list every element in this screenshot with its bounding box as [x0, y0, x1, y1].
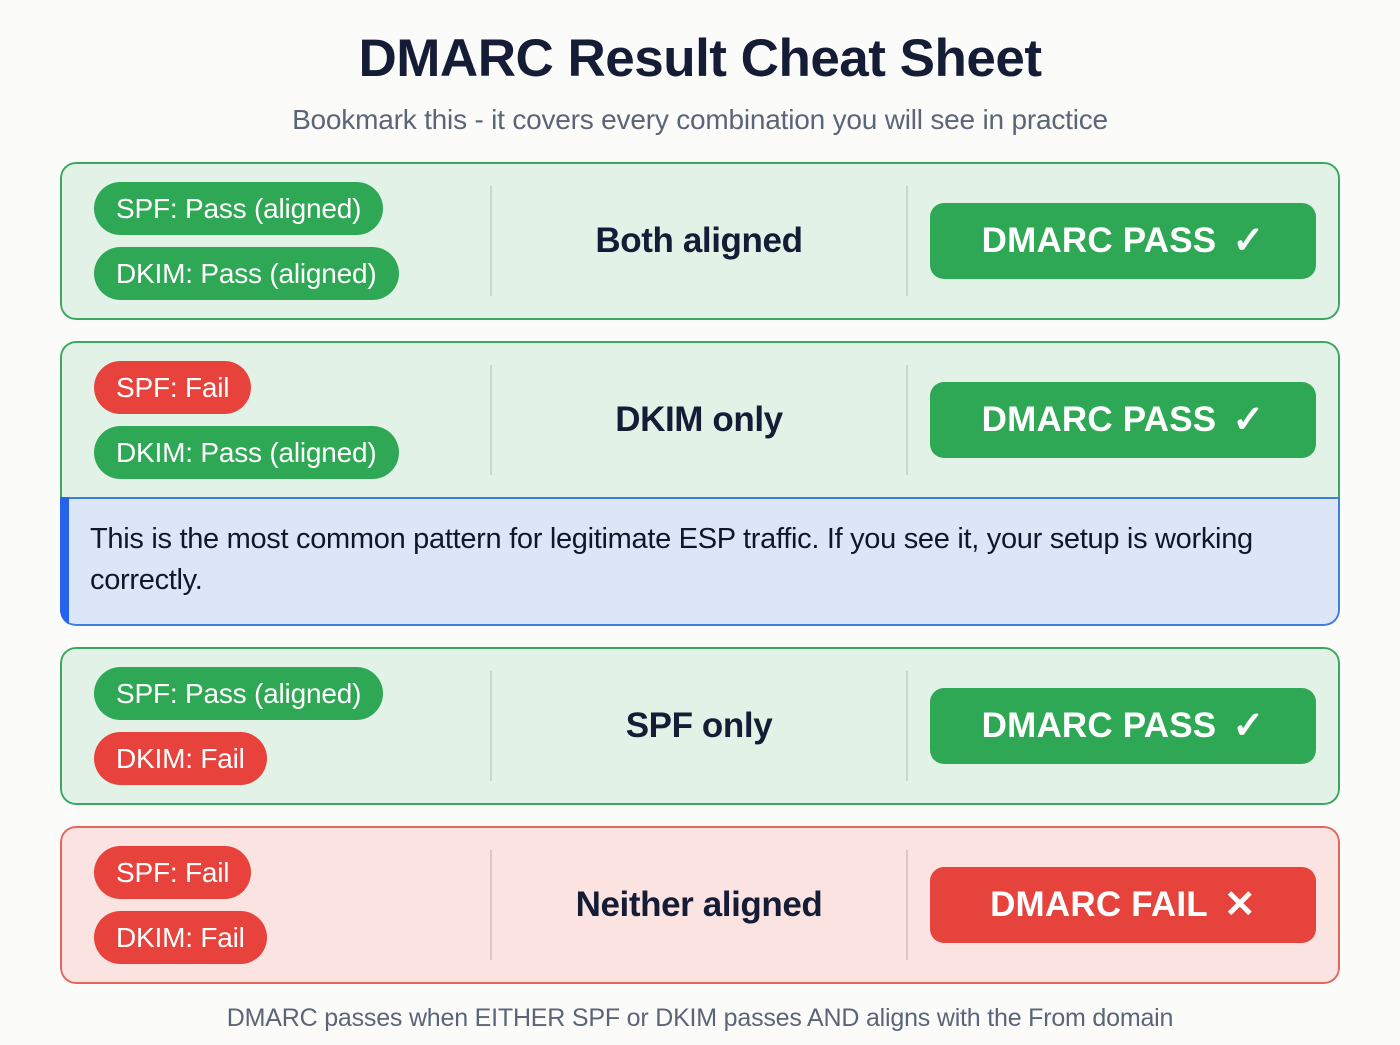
cross-icon: ✕ — [1223, 883, 1256, 926]
summary-label: DKIM only — [615, 400, 783, 440]
result-row: SPF: Pass (aligned) DKIM: Pass (aligned) B… — [60, 162, 1340, 321]
page-header: DMARC Result Cheat Sheet Bookmark this -… — [60, 0, 1340, 136]
checkmark-icon: ✓ — [1232, 399, 1265, 442]
result-card: SPF: Pass (aligned) DKIM: Pass (aligned) B… — [60, 162, 1340, 321]
auth-pill: DKIM: Fail — [94, 910, 267, 964]
footer-note: DMARC passes when EITHER SPF or DKIM pas… — [226, 1003, 1174, 1032]
verdict-cell: DMARC PASS ✓ — [908, 164, 1338, 318]
summary-cell: Neither aligned — [490, 849, 908, 960]
page-title: DMARC Result Cheat Sheet — [358, 29, 1042, 88]
verdict-cell: DMARC PASS ✓ — [908, 343, 1338, 497]
verdict-cell: DMARC FAIL ✕ — [908, 828, 1338, 982]
checkmark-icon: ✓ — [1232, 704, 1265, 747]
summary-label: Both aligned — [595, 221, 803, 261]
verdict-label: DMARC PASS — [981, 705, 1217, 745]
summary-cell: Both aligned — [490, 186, 908, 297]
result-rows: SPF: Pass (aligned) DKIM: Pass (aligned) B… — [60, 162, 1340, 984]
auth-pill: DKIM: Pass (aligned) — [94, 247, 399, 301]
verdict-badge: DMARC PASS ✓ — [930, 382, 1316, 459]
verdict-label: DMARC PASS — [981, 400, 1217, 440]
auth-pill: DKIM: Pass (aligned) — [94, 426, 399, 480]
result-row: SPF: Pass (aligned) DKIM: Fail SPF only DMA… — [60, 646, 1340, 805]
verdict-label: DMARC PASS — [981, 221, 1217, 261]
verdict-badge: DMARC PASS ✓ — [930, 203, 1316, 280]
info-callout-text: This is the most common pattern for legi… — [90, 523, 1253, 597]
info-callout: This is the most common pattern for legi… — [60, 497, 1340, 626]
page-subtitle: Bookmark this - it covers every combinat… — [292, 104, 1108, 136]
summary-cell: DKIM only — [490, 365, 908, 476]
verdict-badge: DMARC PASS ✓ — [930, 687, 1316, 764]
auth-pill: SPF: Fail — [94, 845, 252, 899]
auth-pill: SPF: Pass (aligned) — [94, 182, 384, 236]
verdict-cell: DMARC PASS ✓ — [908, 649, 1338, 803]
auth-pill: SPF: Pass (aligned) — [94, 666, 384, 720]
checkmark-icon: ✓ — [1232, 220, 1265, 263]
verdict-badge: DMARC FAIL ✕ — [930, 866, 1316, 943]
auth-pill-group: SPF: Pass (aligned) DKIM: Pass (aligned) — [62, 164, 490, 318]
summary-label: Neither aligned — [575, 884, 823, 924]
auth-pill: DKIM: Fail — [94, 731, 267, 785]
summary-cell: SPF only — [490, 670, 908, 781]
summary-label: SPF only — [625, 705, 773, 745]
auth-pill: SPF: Fail — [94, 361, 252, 415]
verdict-label: DMARC FAIL — [990, 884, 1208, 924]
result-card: SPF: Pass (aligned) DKIM: Fail SPF only DMA… — [60, 646, 1340, 805]
auth-pill-group: SPF: Pass (aligned) DKIM: Fail — [62, 649, 490, 803]
